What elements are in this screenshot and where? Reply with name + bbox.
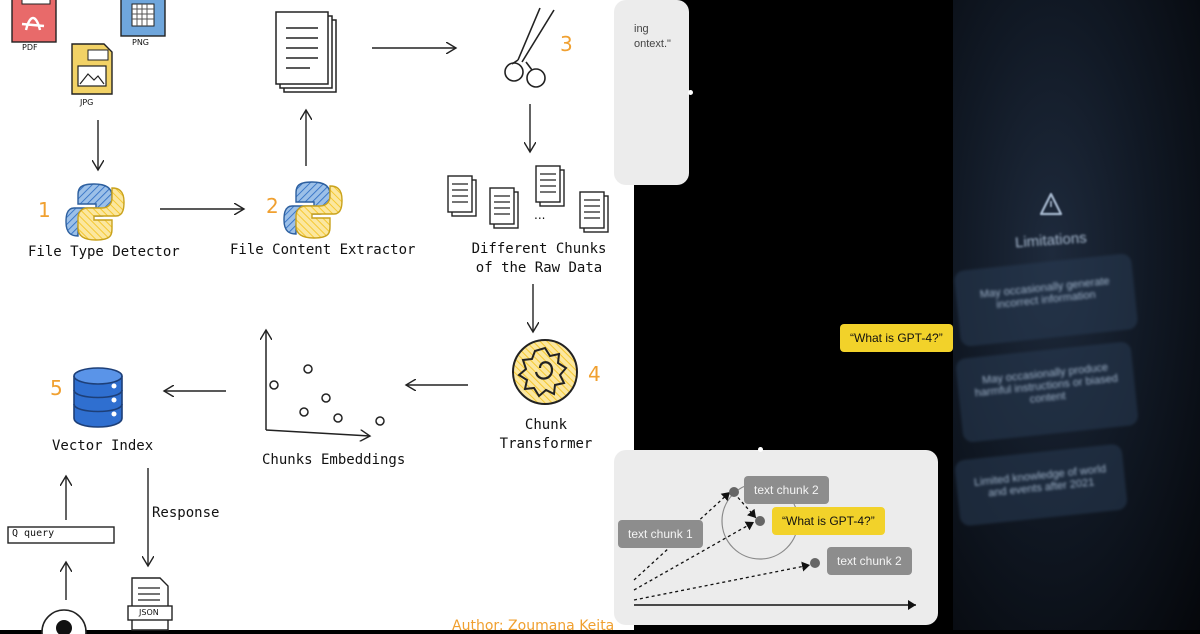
connector-dot-2 (758, 447, 763, 452)
chunks-embeddings-label: Chunks Embeddings (262, 452, 406, 468)
python-logo-icon-2 (283, 181, 343, 239)
query-input-box (7, 526, 115, 544)
text-chunk-1: text chunk 1 (618, 520, 703, 548)
limitations-panel: Limitations May occasionally generate in… (953, 0, 1200, 630)
context-card-line-1: ing (634, 23, 649, 35)
step-number-5: 5 (50, 376, 63, 400)
python-logo-icon-1 (65, 183, 125, 241)
step-number-3: 3 (560, 32, 573, 56)
jpg-caption: JPG (80, 98, 94, 107)
context-card: ing ontext." (614, 0, 689, 185)
text-chunk-2-top: text chunk 2 (744, 476, 829, 504)
embeddings-scatter-icon (266, 330, 385, 436)
raw-data-chunks-label: Different Chunks of the Raw Data (471, 241, 607, 276)
chunks-ellipsis: ... (534, 208, 546, 222)
context-card-line-2: ontext." (634, 38, 671, 50)
json-document-icon (127, 577, 173, 631)
pipeline-diagram-panel: PDF PNG JPG JSON ... 1 2 3 4 5 File Type… (0, 0, 634, 634)
connector-dot (688, 90, 693, 95)
png-caption: PNG (132, 38, 150, 47)
step-number-1: 1 (38, 198, 51, 222)
file-content-extractor-label: File Content Extractor (230, 242, 416, 258)
text-chunk-2-bottom: text chunk 2 (827, 547, 912, 575)
author-credit: Author: Zoumana Keita (452, 618, 615, 634)
vector-index-label: Vector Index (52, 438, 154, 454)
question-chip: “What is GPT-4?” (840, 324, 953, 352)
png-file-icon (120, 0, 166, 37)
json-caption: JSON (139, 608, 159, 617)
file-type-detector-label: File Type Detector (28, 244, 180, 260)
query-chip: “What is GPT-4?” (772, 507, 885, 535)
document-stack-icon (275, 11, 337, 93)
transformer-logo-icon (512, 339, 578, 405)
pipeline-sketch (7, 0, 609, 634)
warning-triangle-icon (1039, 192, 1063, 216)
chunk-transformer-label: Chunk Transformer (499, 417, 593, 452)
rag-retrieval-panel: ing ontext." “What is GPT-4?” text chunk… (614, 0, 953, 630)
query-label: Q query (12, 528, 55, 539)
chunk-documents-icon (447, 165, 609, 233)
step-number-2: 2 (266, 194, 279, 218)
response-label: Response (152, 505, 220, 521)
flow-arrows (66, 48, 533, 600)
database-icon (73, 367, 123, 428)
step-number-4: 4 (588, 362, 601, 386)
pdf-caption: PDF (22, 43, 38, 52)
pdf-file-icon (11, 0, 57, 43)
scissors-icon (504, 7, 555, 88)
jpg-file-icon (71, 43, 113, 95)
user-avatar-icon (41, 609, 87, 634)
